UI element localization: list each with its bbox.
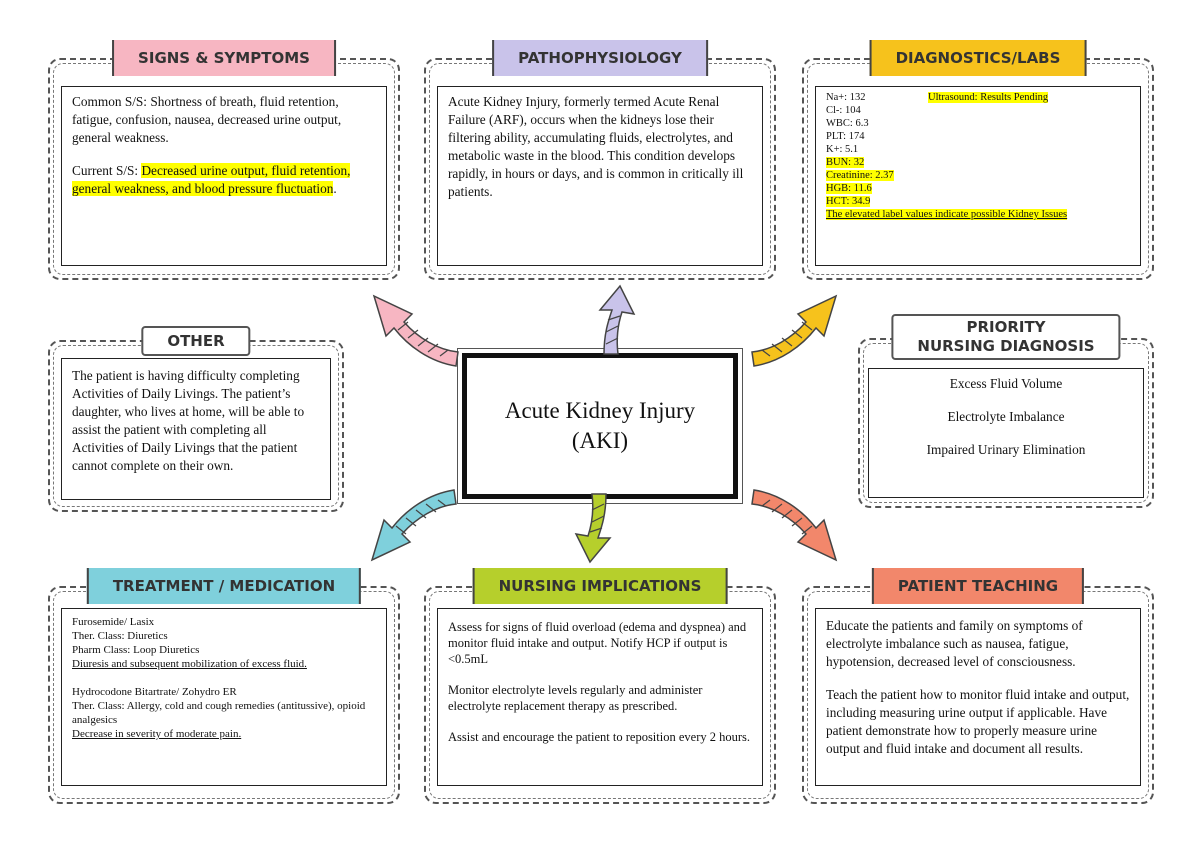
med2-ther: Ther. Class: Allergy, cold and cough rem… (72, 700, 366, 726)
priority-item-1: Electrolyte Imbalance (947, 409, 1065, 424)
other-banner: OTHER (141, 326, 251, 356)
labs-elevated-1: Creatinine: 2.37 (826, 170, 894, 181)
patho-text: Acute Kidney Injury, formerly termed Acu… (448, 94, 744, 199)
signs-panel: Common S/S: Shortness of breath, fluid r… (48, 40, 400, 280)
med2-name: Hydrocodone Bitartrate/ Zohydro ER (72, 686, 237, 698)
nursing-box: Assess for signs of fluid overload (edem… (437, 608, 763, 786)
priority-title-2: NURSING DIAGNOSIS (917, 337, 1095, 355)
signs-common: Common S/S: Shortness of breath, fluid r… (72, 94, 342, 145)
teaching-banner: PATIENT TEACHING (871, 568, 1085, 604)
labs-box: Ultrasound: Results Pending Na+: 132 Cl-… (815, 86, 1141, 266)
treatment-panel: Furosemide/ Lasix Ther. Class: Diuretics… (48, 568, 400, 804)
nursing-panel: Assess for signs of fluid overload (edem… (424, 568, 776, 804)
teal-arrow-icon (370, 489, 457, 562)
priority-banner: PRIORITY NURSING DIAGNOSIS (891, 314, 1121, 360)
nursing-p1: Assess for signs of fluid overload (edem… (448, 620, 747, 666)
teaching-p2: Teach the patient how to monitor fluid i… (826, 687, 1130, 756)
priority-item-2: Impaired Urinary Elimination (926, 442, 1086, 457)
teaching-panel: Educate the patients and family on sympt… (802, 568, 1154, 804)
signs-banner: SIGNS & SYMPTOMS (112, 40, 336, 76)
labs-normal-1: Cl-: 104 (826, 105, 861, 116)
patho-banner: PATHOPHYSIOLOGY (492, 40, 708, 76)
labs-elevated-0: BUN: 32 (826, 157, 865, 168)
labs-normal-3: PLT: 174 (826, 131, 865, 142)
priority-item-0: Excess Fluid Volume (949, 376, 1063, 391)
nursing-p3: Assist and encourage the patient to repo… (448, 730, 751, 744)
priority-title-1: PRIORITY (966, 318, 1046, 336)
center-topic: Acute Kidney Injury (AKI) (462, 353, 738, 499)
med1-pharm: Pharm Class: Loop Diuretics (72, 644, 200, 656)
priority-panel: Excess Fluid Volume Electrolyte Imbalanc… (858, 314, 1154, 508)
labs-normal-4: K+: 5.1 (826, 144, 859, 155)
med1-name: Furosemide/ Lasix (72, 616, 155, 628)
signs-current: Current S/S: Decreased urine output, flu… (72, 163, 351, 196)
patho-panel: Acute Kidney Injury, formerly termed Acu… (424, 40, 776, 280)
med1-effect: Diuresis and subsequent mobilization of … (72, 658, 307, 670)
nursing-p2: Monitor electrolyte levels regularly and… (448, 683, 703, 713)
teaching-box: Educate the patients and family on sympt… (815, 608, 1141, 786)
labs-elevated-2: HGB: 11.6 (826, 183, 872, 194)
labs-ultrasound: Ultrasound: Results Pending (928, 92, 1049, 103)
signs-box: Common S/S: Shortness of breath, fluid r… (61, 86, 387, 266)
green-arrow-icon (574, 493, 612, 564)
teaching-p1: Educate the patients and family on sympt… (826, 618, 1083, 669)
priority-box: Excess Fluid Volume Electrolyte Imbalanc… (868, 368, 1144, 498)
patho-box: Acute Kidney Injury, formerly termed Acu… (437, 86, 763, 266)
labs-banner: DIAGNOSTICS/LABS (869, 40, 1087, 76)
other-text: The patient is having difficulty complet… (72, 368, 305, 473)
labs-panel: Ultrasound: Results Pending Na+: 132 Cl-… (802, 40, 1154, 280)
center-title-1: Acute Kidney Injury (504, 398, 696, 423)
lavender-arrow-icon (598, 284, 636, 355)
labs-normal-0: Na+: 132 (826, 92, 866, 103)
med1-ther: Ther. Class: Diuretics (72, 630, 168, 642)
other-panel: The patient is having difficulty complet… (48, 326, 344, 512)
pink-arrow-icon (372, 294, 459, 367)
other-box: The patient is having difficulty complet… (61, 358, 331, 500)
center-title-2: (AKI) (571, 428, 629, 453)
yellow-arrow-icon (751, 294, 838, 367)
orange-arrow-icon (751, 489, 838, 562)
labs-note: The elevated label values indicate possi… (826, 209, 1068, 220)
treatment-banner: TREATMENT / MEDICATION (86, 568, 362, 604)
nursing-banner: NURSING IMPLICATIONS (472, 568, 728, 604)
treatment-box: Furosemide/ Lasix Ther. Class: Diuretics… (61, 608, 387, 786)
labs-normal-2: WBC: 6.3 (826, 118, 869, 129)
labs-elevated-3: HCT: 34.9 (826, 196, 871, 207)
med2-effect: Decrease in severity of moderate pain. (72, 728, 242, 740)
